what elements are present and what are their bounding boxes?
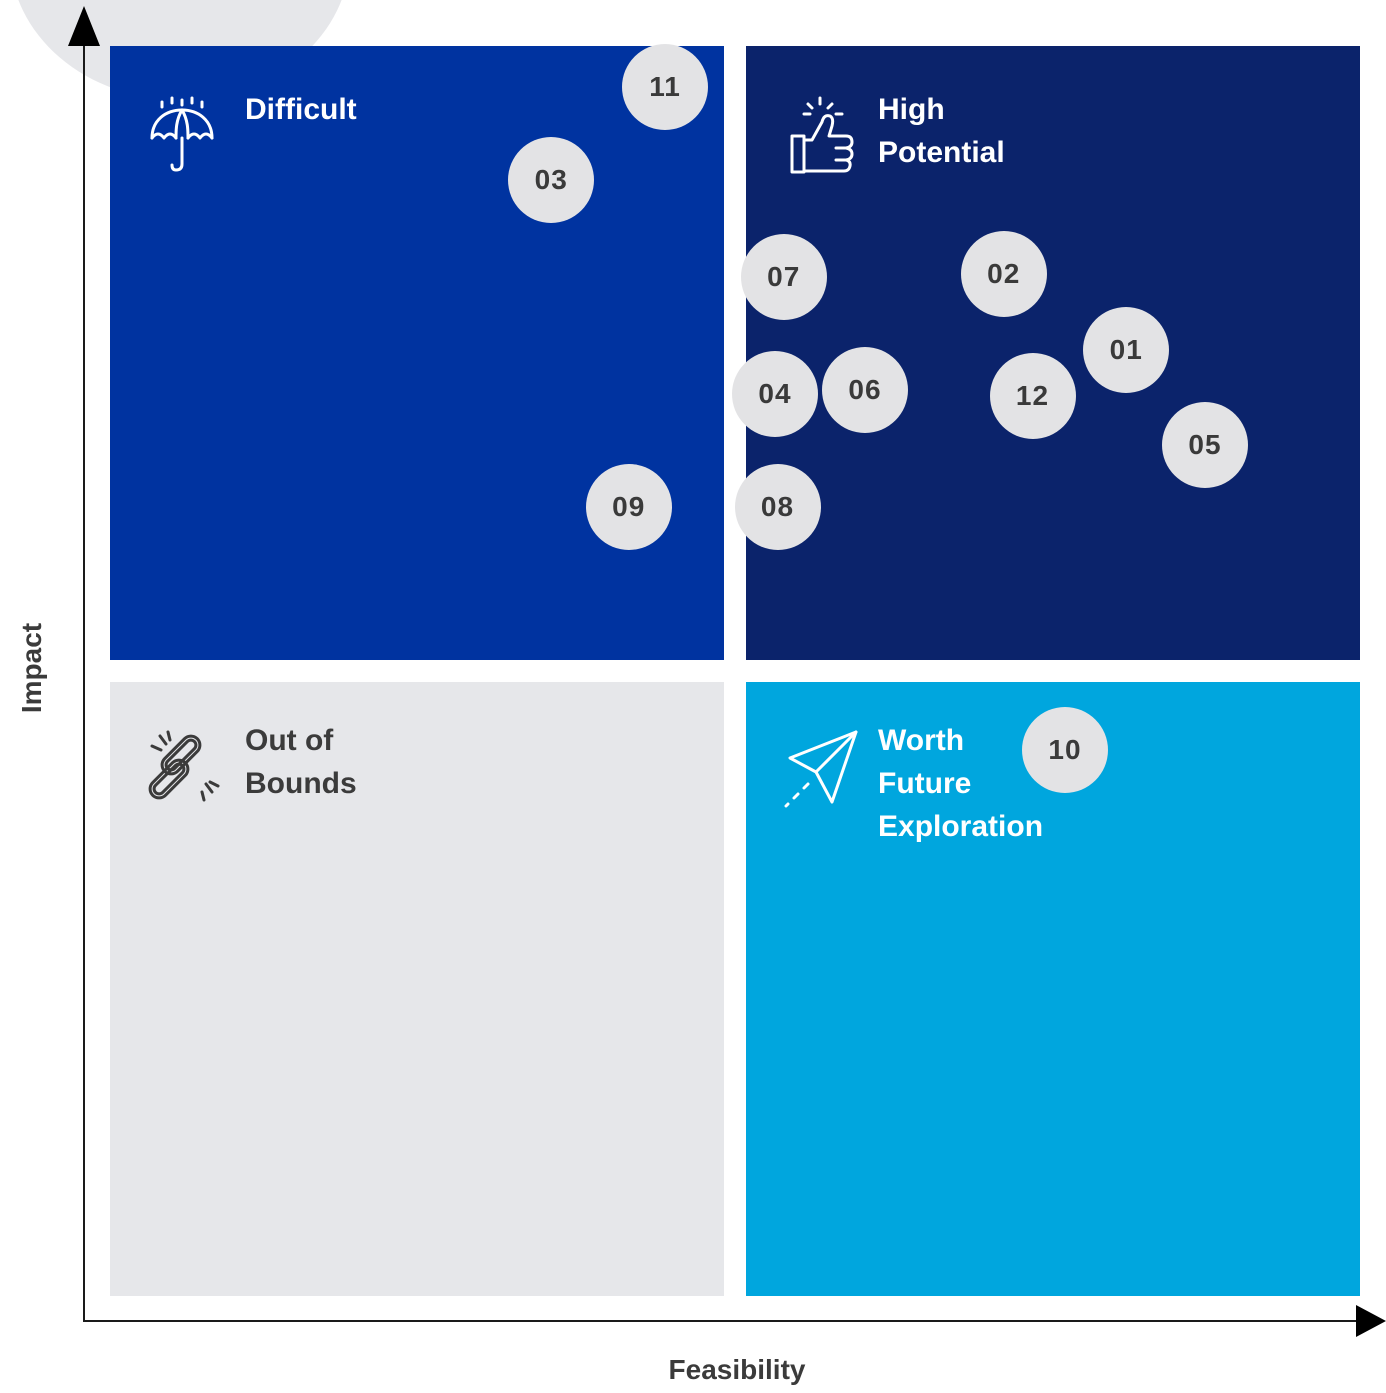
quadrant-title-difficult: Difficult [245, 93, 357, 126]
y-axis-label: Impact [16, 622, 47, 714]
point-04: 04 [732, 350, 818, 437]
x-axis-label: Feasibility [668, 1354, 806, 1385]
quadrant-title-worth-future-exploration: Worth Future Exploration [878, 724, 1044, 843]
point-12: 12 [989, 353, 1076, 439]
y-axis-line [83, 40, 85, 1322]
point-08: 08 [734, 464, 821, 551]
quadrant-high-potential: High Potential [746, 46, 1360, 660]
point-02: 02 [960, 230, 1047, 317]
broken-link-icon [148, 730, 220, 802]
point-11: 11 [622, 44, 708, 131]
quadrant-out-of-bounds: Out of Bounds [110, 682, 724, 1296]
quadrant-difficult: Difficult [110, 46, 724, 660]
point-10: 10 [1022, 706, 1108, 793]
quadrant-title-out-of-bounds: Out of Bounds [245, 724, 357, 800]
point-06: 06 [822, 346, 908, 433]
point-09: 09 [585, 464, 672, 551]
paper-plane-icon [784, 730, 858, 808]
x-axis-arrowhead [1356, 1305, 1386, 1337]
thumbs-up-icon [790, 96, 854, 174]
umbrella-icon [150, 96, 214, 172]
quadrant-title-high-potential: High Potential [878, 93, 1005, 169]
point-01: 01 [1083, 306, 1170, 393]
point-07: 07 [740, 234, 827, 321]
x-axis-line [83, 1320, 1373, 1322]
y-axis-arrowhead [68, 6, 100, 46]
point-05: 05 [1162, 401, 1248, 488]
point-03: 03 [508, 136, 595, 223]
